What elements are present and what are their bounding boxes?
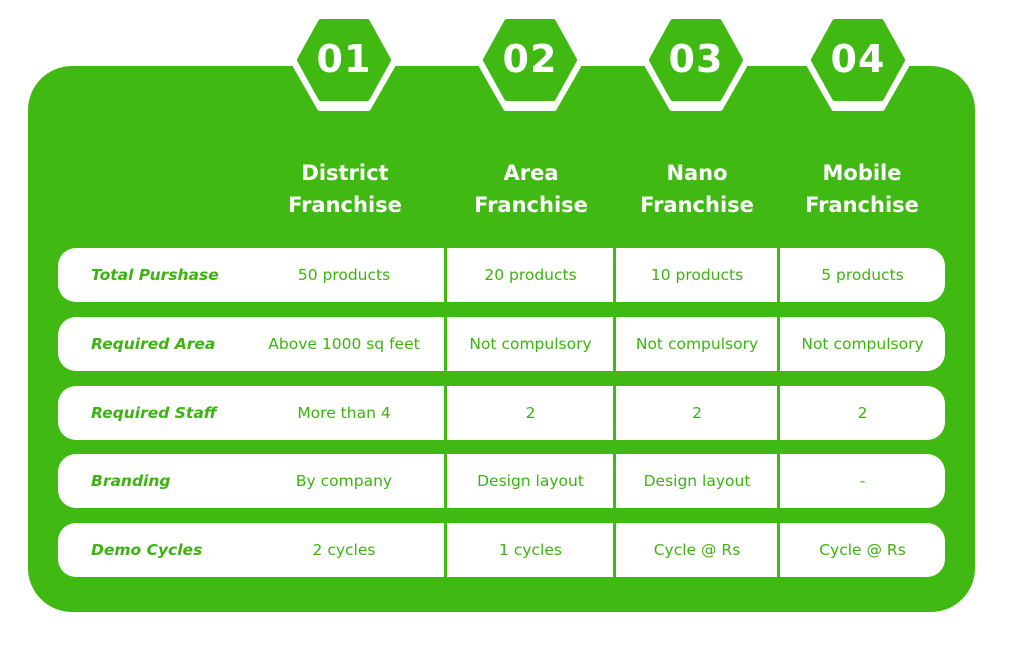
column-divider [613,386,616,440]
column-heading-mobile: Mobile Franchise [777,157,947,221]
cell-nano: Not compulsory [635,335,759,353]
column-divider [444,386,447,440]
hexagon-icon [645,19,747,111]
column-divider [613,523,616,577]
column-divider [777,317,780,371]
column-divider [613,317,616,371]
table-row-branding: Branding By company Design layout Design… [58,454,945,508]
column-divider [444,317,447,371]
badge-number: 04 [830,37,886,81]
cell-district: 50 products [297,266,391,284]
column-badge-01: 01 [290,18,398,114]
cell-mobile: - [859,472,866,490]
heading-line: Nano [666,161,728,185]
cell-area: 2 [525,404,536,422]
column-heading-district: District Franchise [260,157,430,221]
cell-district: By company [295,472,393,490]
cell-area: 1 cycles [499,541,562,559]
table-row-demo-cycles: Demo Cycles 2 cycles 1 cycles Cycle @ Rs… [58,523,945,577]
cell-district: More than 4 [297,404,391,422]
cell-nano: 2 [692,404,702,422]
cell-area: Design layout [477,472,584,490]
badge-number: 03 [668,37,724,81]
table-row-total-purchase: Total Purshase 50 products 20 products 1… [58,248,945,302]
cell-area: Not compulsory [469,335,592,353]
column-badge-04: 04 [804,18,912,114]
badge-number: 01 [316,37,372,81]
heading-line: Franchise [805,193,919,217]
column-badge-02: 02 [476,18,584,114]
cell-district: Above 1000 sq feet [268,335,420,353]
row-label: Required Staff [91,404,217,422]
column-divider [777,386,780,440]
cell-area: 20 products [484,266,577,284]
cell-mobile: Cycle @ Rs [819,541,906,559]
cell-nano: Cycle @ Rs [653,541,741,559]
column-heading-area: Area Franchise [446,157,616,221]
column-badge-03: 03 [642,18,750,114]
column-divider [613,248,616,302]
cell-mobile: 2 [857,404,868,422]
heading-line: District [301,161,389,185]
cell-nano: 10 products [650,266,744,284]
cell-mobile: Not compulsory [801,335,924,353]
heading-line: Franchise [288,193,402,217]
column-divider [444,523,447,577]
column-divider [777,523,780,577]
table-row-required-staff: Required Staff More than 4 2 2 2 [58,386,945,440]
column-divider [777,248,780,302]
heading-line: Franchise [474,193,588,217]
cell-mobile: 5 products [821,266,904,284]
hexagon-icon [807,19,909,111]
heading-line: Mobile [822,161,902,185]
cell-nano: Design layout [643,472,751,490]
badge-number: 02 [502,37,558,81]
table-row-required-area: Required Area Above 1000 sq feet Not com… [58,317,945,371]
row-label: Demo Cycles [91,541,203,559]
row-label: Total Purshase [91,266,219,284]
hexagon-icon [293,19,395,111]
column-divider [444,248,447,302]
column-divider [444,454,447,508]
row-label: Branding [91,472,171,490]
column-divider [777,454,780,508]
column-heading-nano: Nano Franchise [612,157,782,221]
heading-line: Franchise [640,193,754,217]
hexagon-icon [479,19,581,111]
cell-district: 2 cycles [312,541,376,559]
row-label: Required Area [91,335,216,353]
column-divider [613,454,616,508]
heading-line: Area [503,161,559,185]
